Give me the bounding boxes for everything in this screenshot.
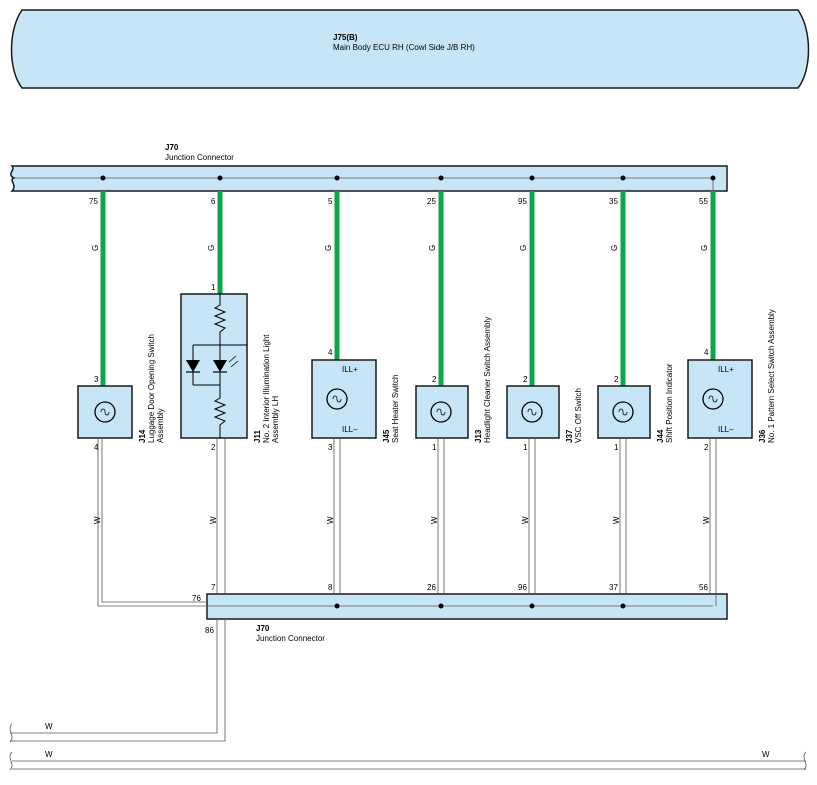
wire-color-g-j45: G bbox=[324, 245, 333, 251]
code-j36: J36 bbox=[758, 429, 767, 443]
illumination-bulb-icon bbox=[94, 401, 116, 423]
wire-color-w-left2: W bbox=[45, 750, 53, 759]
pin-bottom-j37: 96 bbox=[518, 583, 527, 592]
pin-bottom-j44: 37 bbox=[609, 583, 618, 592]
illumination-bulb-icon bbox=[702, 388, 724, 410]
pin-bottom-j11: 7 bbox=[211, 583, 216, 592]
wire-color-w-j36: W bbox=[702, 516, 711, 524]
pin-top-j14: 75 bbox=[89, 197, 98, 206]
svg-text:J37 VSC Off Switch: J37 VSC Off Switch bbox=[559, 388, 583, 443]
wire-color-w-j13: W bbox=[430, 516, 439, 524]
pin-top-j44: 35 bbox=[609, 197, 618, 206]
name1-j14: Luggage Door Opening Switch bbox=[147, 334, 156, 443]
pin-out-j14: 4 bbox=[94, 443, 99, 452]
wire-color-w-left1: W bbox=[45, 722, 53, 731]
component-j44: 35 G 2 1 W 37 J44 Shift Position Indicat… bbox=[597, 175, 674, 609]
pin-out-j36: 2 bbox=[704, 443, 709, 452]
ill-minus-j36: ILL– bbox=[718, 425, 734, 434]
component-j37: 95 G 2 1 W 96 J37 VSC Off Switch bbox=[506, 175, 583, 609]
ecu-block: J75(B) Main Body ECU RH (Cowl Side J/B R… bbox=[10, 9, 810, 89]
ecu-name: Main Body ECU RH (Cowl Side J/B RH) bbox=[333, 43, 475, 52]
svg-text:J44 Shift Position Indic: J44 Shift Position Indicator bbox=[650, 363, 674, 443]
name1-j11: No. 2 Interior Illumination Light bbox=[262, 334, 271, 443]
wire-color-w-j11: W bbox=[209, 516, 218, 524]
pin-top-j13: 25 bbox=[427, 197, 436, 206]
wire-color-w-j45: W bbox=[326, 516, 335, 524]
svg-text:J14 Luggage Door Opening: J14 Luggage Door Opening Switch Assembly bbox=[132, 330, 165, 443]
code-j14: J14 bbox=[138, 429, 147, 443]
name2-j14: Assembly bbox=[156, 408, 165, 443]
pin-out-j37: 1 bbox=[523, 443, 528, 452]
name1-j13: Headlight Cleaner Switch Assembly bbox=[483, 317, 492, 443]
pin-out-j11: 2 bbox=[211, 443, 216, 452]
wire-color-g-j11: G bbox=[207, 245, 216, 251]
name1-j45: Seat Heater Switch bbox=[391, 375, 400, 443]
led-icon bbox=[213, 360, 227, 372]
name1-j44: Shift Position Indicator bbox=[665, 363, 674, 443]
wire-color-w-j37: W bbox=[521, 516, 530, 524]
illumination-bulb-icon bbox=[430, 401, 452, 423]
component-j14: 75 G 3 4 W 76 J14 Luggage Door Opening S… bbox=[77, 175, 207, 607]
illumination-bulb-icon bbox=[612, 401, 634, 423]
ecu-code: J75(B) bbox=[333, 33, 358, 42]
illumination-bulb-icon bbox=[326, 388, 348, 410]
pin-bottom-j13: 26 bbox=[427, 583, 436, 592]
svg-text:J45 Seat Heater Switch: J45 Seat Heater Switch bbox=[376, 375, 400, 443]
wire-color-g-j14: G bbox=[91, 245, 100, 251]
pin-in-j36: 4 bbox=[704, 348, 709, 357]
wire-color-w-right: W bbox=[762, 750, 770, 759]
pin-top-j36: 55 bbox=[699, 197, 708, 206]
name1-j36: No. 1 Pattern Select Switch Assembly bbox=[767, 309, 776, 443]
pin-in-j14: 3 bbox=[94, 375, 99, 384]
code-j45: J45 bbox=[382, 429, 391, 443]
illumination-bulb-icon bbox=[521, 401, 543, 423]
component-j13: 25 G 2 1 W 26 J13 Headlight Cleaner Swit… bbox=[415, 175, 492, 609]
wire-color-w-j44: W bbox=[612, 516, 621, 524]
pin-in-j37: 2 bbox=[523, 375, 528, 384]
ill-plus-j45: ILL+ bbox=[342, 365, 358, 374]
pin-86: 86 bbox=[205, 626, 214, 635]
pin-bottom-j45: 8 bbox=[328, 583, 333, 592]
pin-in-j13: 2 bbox=[432, 375, 437, 384]
wire-color-g-j36: G bbox=[700, 245, 709, 251]
pin-out-j45: 3 bbox=[328, 443, 333, 452]
wire-color-g-j44: G bbox=[610, 245, 619, 251]
pin-top-j37: 95 bbox=[518, 197, 527, 206]
component-j45: 5 G 4 ILL+ ILL– 3 W 8 J45 Seat Heater Sw… bbox=[311, 175, 400, 609]
junction-bottom-name: Junction Connector bbox=[256, 634, 325, 643]
svg-text:J36 No. 1 Pattern Select: J36 No. 1 Pattern Select Switch Assembly bbox=[752, 309, 776, 443]
pin-in-j11: 1 bbox=[211, 283, 216, 292]
pin-bottom-j14: 76 bbox=[192, 594, 201, 603]
bottom-harness: W W W 86 bbox=[9, 619, 807, 771]
wire-color-w-j14: W bbox=[93, 516, 102, 524]
junction-connector-bottom: J70 Junction Connector bbox=[206, 593, 728, 643]
component-j36: 55 G 4 ILL+ ILL– 2 W 56 J36 No. 1 Patter… bbox=[687, 175, 776, 606]
junction-bottom-code: J70 bbox=[256, 624, 270, 633]
diode-icon bbox=[186, 360, 200, 372]
junction-top-name: Junction Connector bbox=[165, 153, 234, 162]
code-j37: J37 bbox=[565, 429, 574, 443]
component-j11: 6 G 1 2 W 7 J11 No. 2 Interior Illuminat… bbox=[180, 175, 280, 594]
pin-in-j45: 4 bbox=[328, 348, 333, 357]
pin-out-j44: 1 bbox=[614, 443, 619, 452]
name2-j11: Assembly LH bbox=[271, 396, 280, 443]
junction-connector-top: J70 Junction Connector bbox=[10, 143, 728, 192]
wire-color-g-j13: G bbox=[428, 245, 437, 251]
junction-top-code: J70 bbox=[165, 143, 179, 152]
pin-out-j13: 1 bbox=[432, 443, 437, 452]
svg-text:J11 No. 2 Interior Illum: J11 No. 2 Interior Illumination Light As… bbox=[247, 330, 280, 443]
pin-top-j45: 5 bbox=[328, 197, 333, 206]
code-j11: J11 bbox=[253, 430, 262, 443]
svg-text:J13 Headlight Cleaner Sw: J13 Headlight Cleaner Switch Assembly bbox=[468, 317, 492, 443]
ill-plus-j36: ILL+ bbox=[718, 365, 734, 374]
pin-bottom-j36: 56 bbox=[699, 583, 708, 592]
code-j13: J13 bbox=[474, 429, 483, 443]
ill-minus-j45: ILL– bbox=[342, 425, 358, 434]
code-j44: J44 bbox=[656, 429, 665, 443]
wire-color-g-j37: G bbox=[519, 245, 528, 251]
pin-top-j11: 6 bbox=[211, 197, 216, 206]
pin-in-j44: 2 bbox=[614, 375, 619, 384]
name1-j37: VSC Off Switch bbox=[574, 388, 583, 443]
